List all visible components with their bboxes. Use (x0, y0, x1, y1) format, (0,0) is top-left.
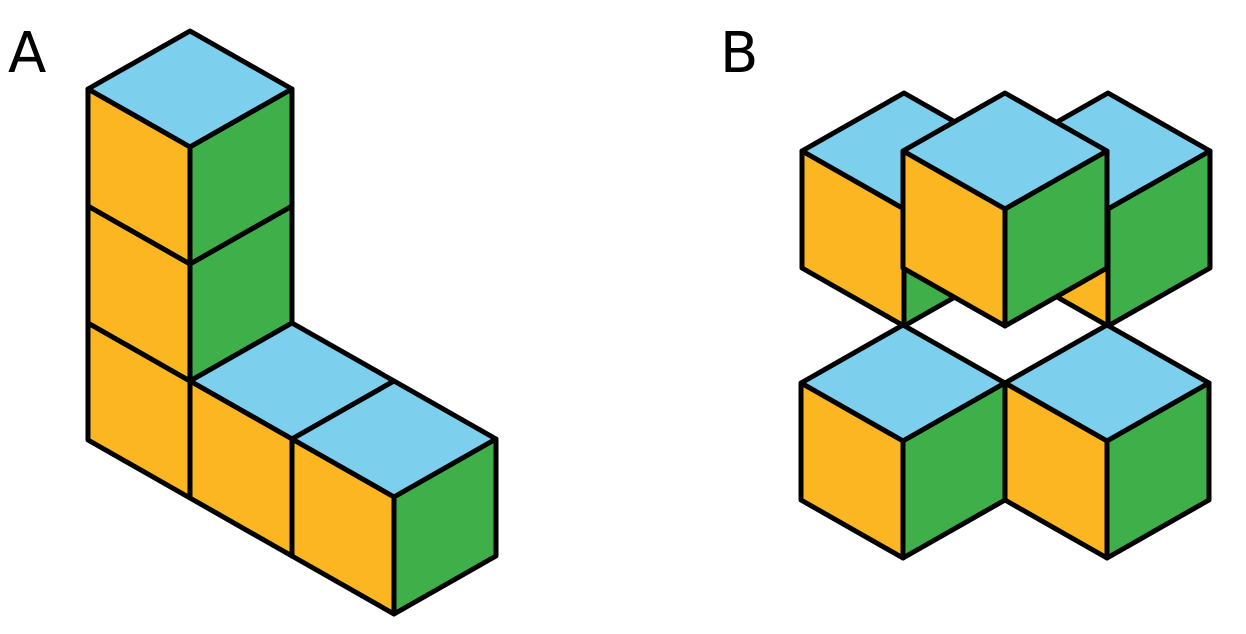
figure-a-cube-5 (289, 378, 499, 617)
figure-label-b: B (720, 21, 758, 86)
figure-a-cubes (85, 28, 499, 617)
figure-b-cubes (798, 90, 1213, 561)
figure-b-front-cube-2-right-face (1104, 380, 1212, 561)
figure-a-cube-3-right-face (187, 86, 295, 267)
figure-b-middle-cube-right-face (1002, 148, 1110, 329)
figure-label-a: A (8, 21, 46, 86)
figure-b-middle-cube (900, 90, 1110, 329)
figure-a-cube-5-right-face (391, 436, 499, 617)
figure-b-front-cube-1 (798, 322, 1008, 561)
figure-a-cube-3 (85, 28, 295, 267)
figure-b-front-cube-2 (1002, 322, 1212, 561)
